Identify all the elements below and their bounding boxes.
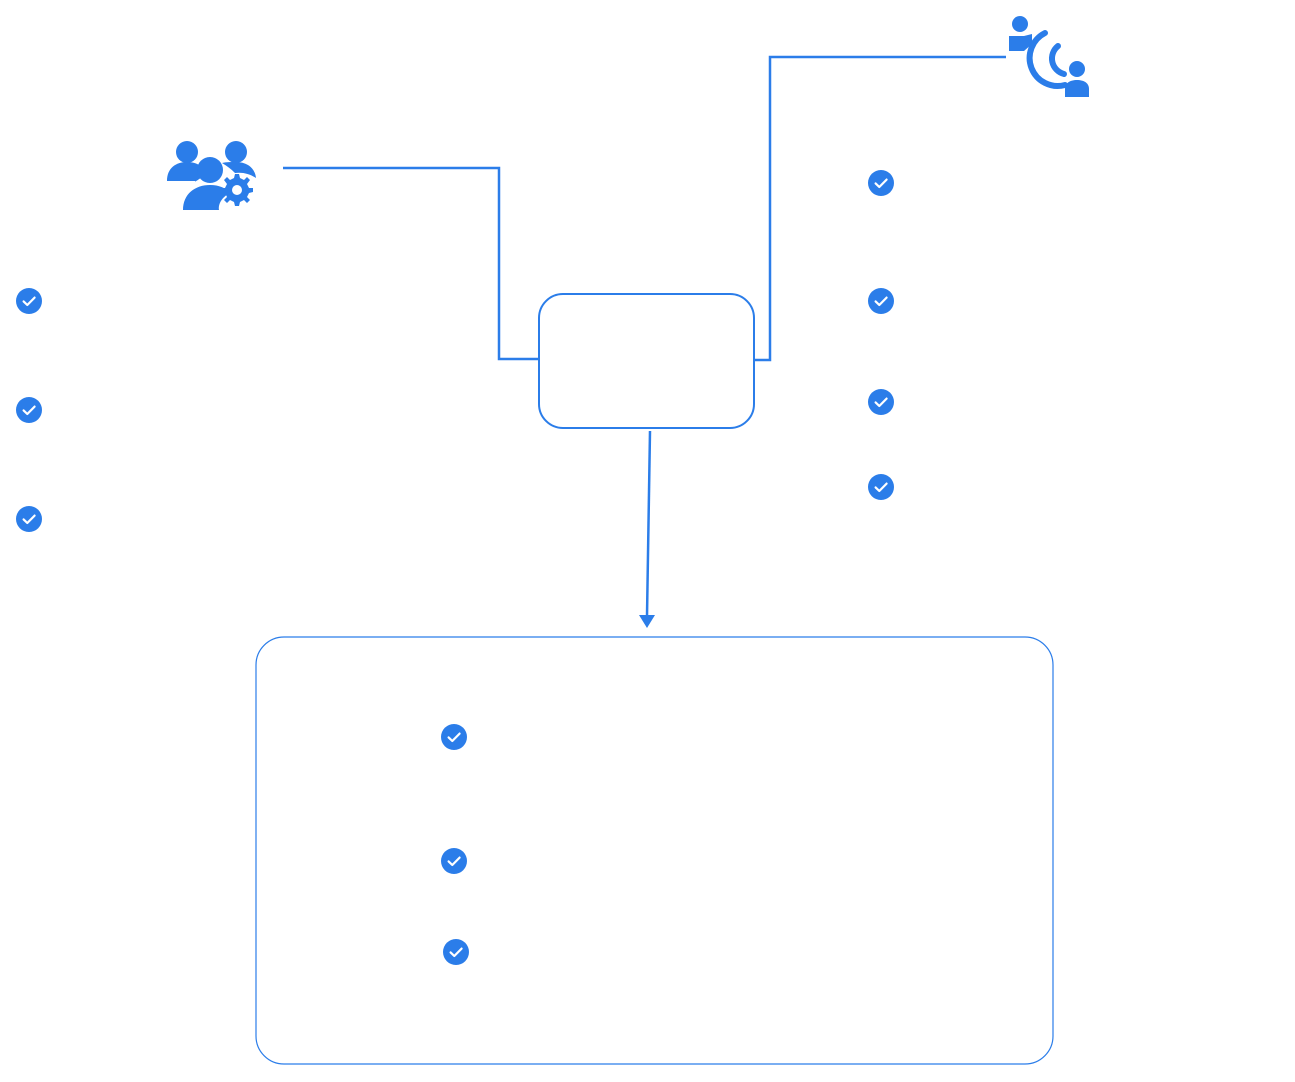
- center-node[interactable]: [538, 293, 755, 429]
- panel-check-icon-1: [441, 724, 467, 750]
- arrow-center-to-panel: [645, 430, 652, 617]
- connector-center-to-right: [754, 55, 1006, 362]
- right-check-icon-4: [868, 474, 894, 500]
- connector-left-to-center: [283, 166, 540, 361]
- users-gear-icon: [167, 141, 256, 210]
- panel-check-icon-3: [443, 939, 469, 965]
- bottom-panel: [255, 636, 1054, 1065]
- right-check-icon-2: [868, 288, 894, 314]
- user-broadcast-icon: [1009, 16, 1089, 97]
- right-check-icon-3: [868, 389, 894, 415]
- left-check-icon-1: [16, 288, 42, 314]
- left-check-icon-2: [16, 397, 42, 423]
- arrow-head: [639, 615, 655, 628]
- right-check-icon-1: [868, 170, 894, 196]
- panel-check-icon-2: [441, 848, 467, 874]
- left-check-icon-3: [16, 506, 42, 532]
